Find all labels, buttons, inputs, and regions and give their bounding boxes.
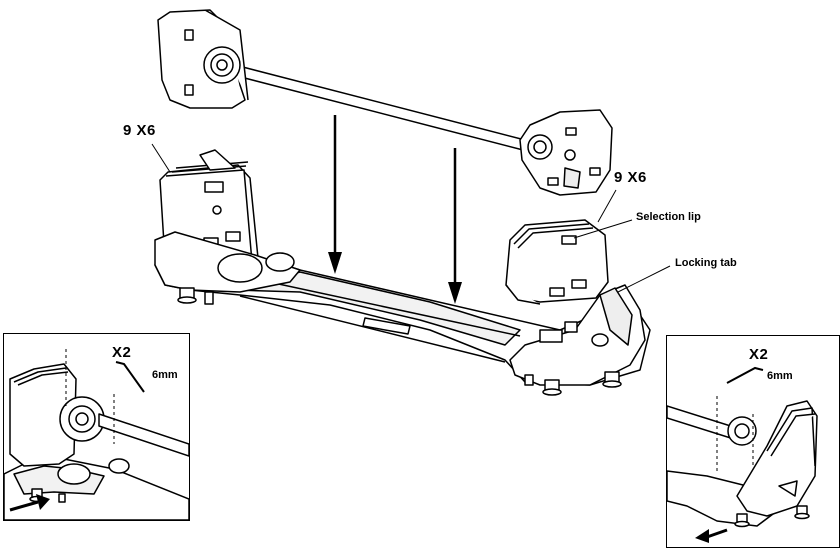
inset-left-illustration (4, 334, 189, 520)
inset-right-illustration (667, 336, 839, 547)
inset-right-quantity: X2 (749, 346, 768, 363)
locking-tab-label: Locking tab (675, 257, 737, 269)
push-arrow-icon-right (695, 529, 727, 543)
leader-locking-tab (618, 266, 670, 292)
inset-left-detail: X2 6mm (3, 333, 190, 521)
inset-right-detail: X2 6mm (666, 335, 840, 548)
selection-lip-label: Selection lip (636, 211, 701, 223)
left-stack-count: 9 X6 (123, 122, 156, 139)
inset-left-quantity: X2 (112, 344, 131, 361)
inset-right-tool-size: 6mm (767, 370, 793, 382)
down-arrow-right (448, 148, 462, 304)
hex-key-icon-right (727, 368, 763, 383)
inset-left-tool-size: 6mm (152, 369, 178, 381)
leader-right-stack (598, 190, 616, 222)
hex-key-icon (116, 362, 144, 392)
right-stack-count: 9 X6 (614, 169, 647, 186)
leader-left-stack (152, 144, 170, 172)
down-arrow-left (328, 115, 342, 274)
